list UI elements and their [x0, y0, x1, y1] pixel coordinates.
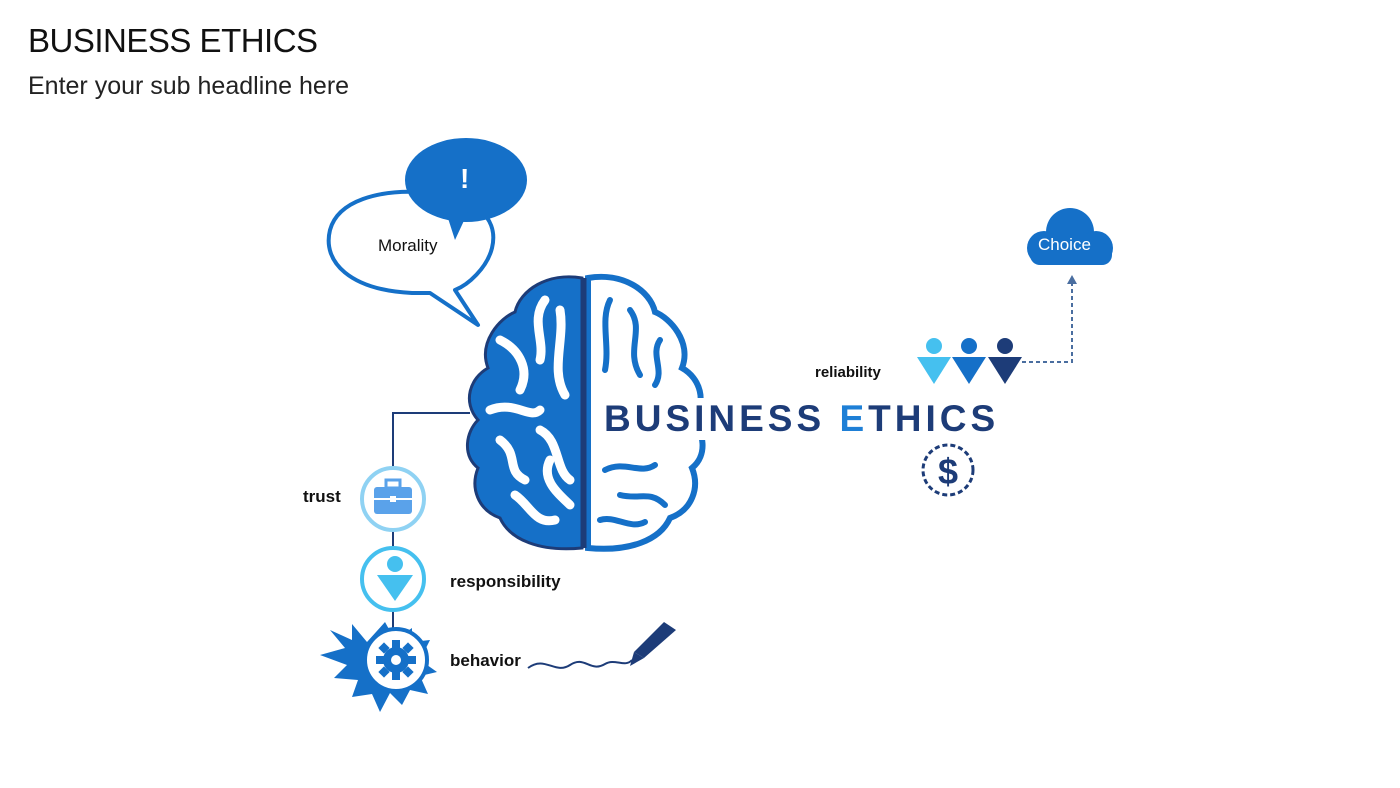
svg-text:$: $ — [938, 451, 958, 492]
responsibility-label: responsibility — [450, 572, 561, 591]
center-title-first: BUSINESS — [604, 398, 840, 439]
choice-label: Choice — [1038, 235, 1091, 254]
pen-icon — [630, 622, 676, 666]
page-title: BUSINESS ETHICS — [28, 22, 318, 59]
center-title-accent: E — [839, 398, 869, 439]
responsibility-circle — [360, 546, 426, 612]
center-title-rest: THICS — [868, 398, 1000, 439]
behavior-label: behavior — [450, 651, 521, 670]
signature-line — [527, 659, 633, 669]
left-connector — [392, 412, 470, 628]
dollar-icon: $ — [921, 443, 975, 497]
trust-circle — [360, 466, 426, 532]
center-title: BUSINESS ETHICS — [600, 398, 1004, 440]
reliability-label: reliability — [815, 364, 881, 381]
behavior-circle — [320, 622, 437, 712]
trust-label: trust — [303, 487, 341, 506]
morality-label: Morality — [378, 236, 438, 255]
person-icon — [377, 556, 413, 601]
choice-cloud — [1027, 208, 1113, 265]
choice-connector — [1022, 275, 1077, 363]
exclamation-bubble — [405, 138, 527, 240]
briefcase-icon — [374, 478, 412, 514]
gear-icon — [376, 640, 416, 680]
people-group-icon — [917, 338, 1022, 384]
page-subtitle: Enter your sub headline here — [28, 72, 350, 100]
exclamation-mark: ! — [460, 163, 470, 194]
